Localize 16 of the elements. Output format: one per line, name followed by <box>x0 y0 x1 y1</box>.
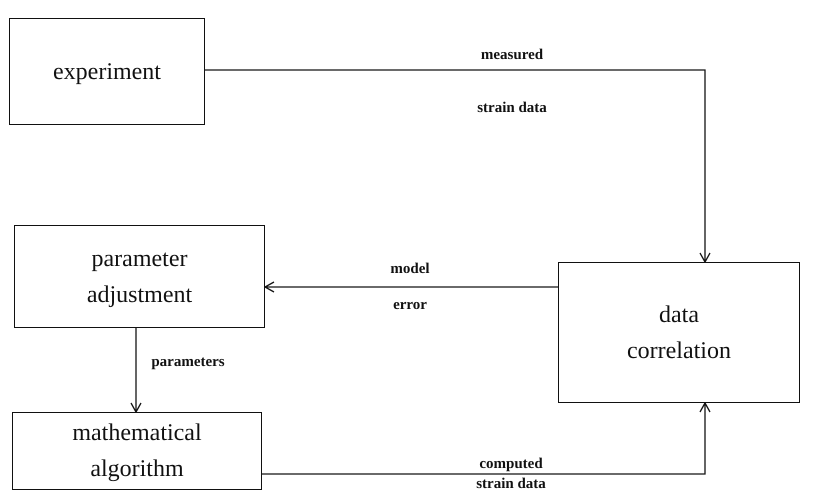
arrow <box>130 328 142 413</box>
edge-label: model error <box>389 260 431 315</box>
process-box <box>558 262 800 403</box>
edge-label: parameters <box>150 353 226 372</box>
process-box <box>12 412 262 490</box>
arrow <box>262 402 711 475</box>
arrow <box>264 281 558 293</box>
box-label: experiment <box>52 58 162 86</box>
edge-label: measured strain data <box>476 46 548 118</box>
process-box <box>9 18 205 125</box>
box-label: parameter adjustment <box>86 244 194 310</box>
box-label: data correlation <box>626 300 732 366</box>
box-label: mathematical algorithm <box>71 419 203 484</box>
arrow <box>205 69 711 263</box>
process-box <box>14 225 265 328</box>
edge-label: computed strain data <box>475 455 547 494</box>
